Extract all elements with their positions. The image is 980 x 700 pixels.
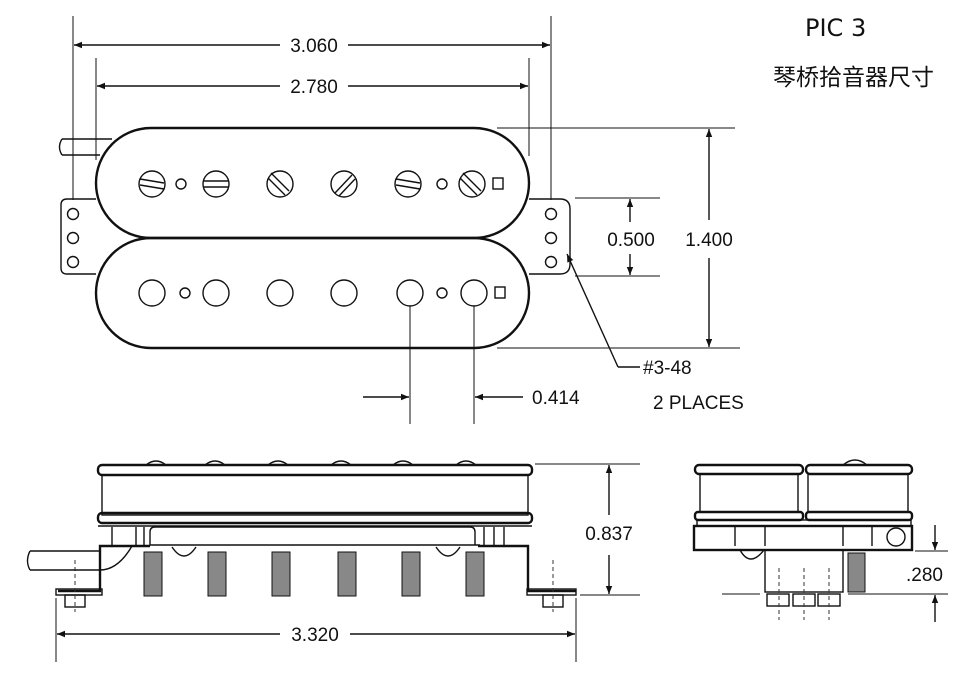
figure-label: PIC 3 [805, 14, 867, 42]
dim-pole-spacing: 0.414 [532, 388, 580, 409]
dim-base-width: 3.320 [291, 625, 339, 646]
dim-overall-width: 3.060 [290, 36, 338, 57]
dim-foot-height: .280 [906, 565, 943, 586]
bottom-bobbin [94, 236, 531, 350]
dim-cover-width: 2.780 [290, 77, 338, 98]
screw-pole-row [138, 170, 504, 198]
figure-caption: 琴桥拾音器尺寸 [773, 65, 934, 91]
side-view: 0.837 3.320 [26, 460, 640, 662]
dim-height: 1.400 [685, 230, 733, 251]
top-view: 3.060 2.780 [58, 16, 744, 424]
dim-mount-hole-spacing: 0.500 [607, 230, 655, 251]
note-places: 2 PLACES [653, 393, 744, 414]
note-screw-size: #3-48 [643, 358, 692, 379]
dim-side-height: 0.837 [585, 524, 633, 545]
end-view: .280 [692, 459, 948, 622]
adjust-screws [143, 551, 485, 597]
slug-pole-row [138, 279, 506, 307]
